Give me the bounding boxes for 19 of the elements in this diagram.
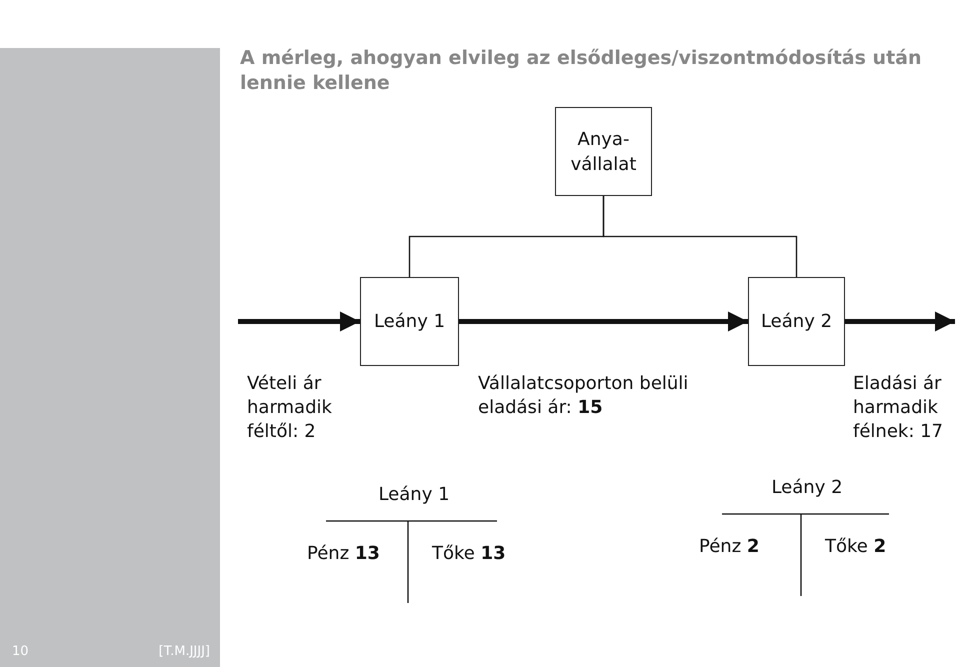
slide-title: A mérleg, ahogyan elvileg az elsődleges/viszontmódosítás után lennie kellene	[240, 46, 922, 96]
arrow	[845, 312, 955, 332]
price-note: Vételi ár harmadik féltől: 2	[247, 372, 333, 444]
subsidiary-box: Leány 2	[748, 277, 845, 366]
account-entry: Pénz 2	[699, 535, 760, 559]
footer-date: [T.M.JJJJ]	[158, 644, 210, 660]
account-title: Leány 1	[377, 483, 451, 507]
connector-line	[602, 196, 798, 277]
parent-company-box: Anya-vállalat	[555, 107, 652, 196]
account-entry: Tőke 2	[825, 535, 888, 559]
account-entry: Pénz 13	[307, 542, 381, 566]
page-number: 10	[12, 644, 30, 660]
account-title: Leány 2	[770, 476, 844, 500]
price-note: Vállalatcsoporton belüli eladási ár: 15	[478, 372, 690, 420]
arrow	[459, 312, 748, 332]
price-note: Eladási ár harmadik félnek: 17	[853, 372, 944, 444]
account-entry: Tőke 13	[432, 542, 507, 566]
arrow	[238, 312, 360, 332]
subsidiary-box: Leány 1	[360, 277, 459, 366]
